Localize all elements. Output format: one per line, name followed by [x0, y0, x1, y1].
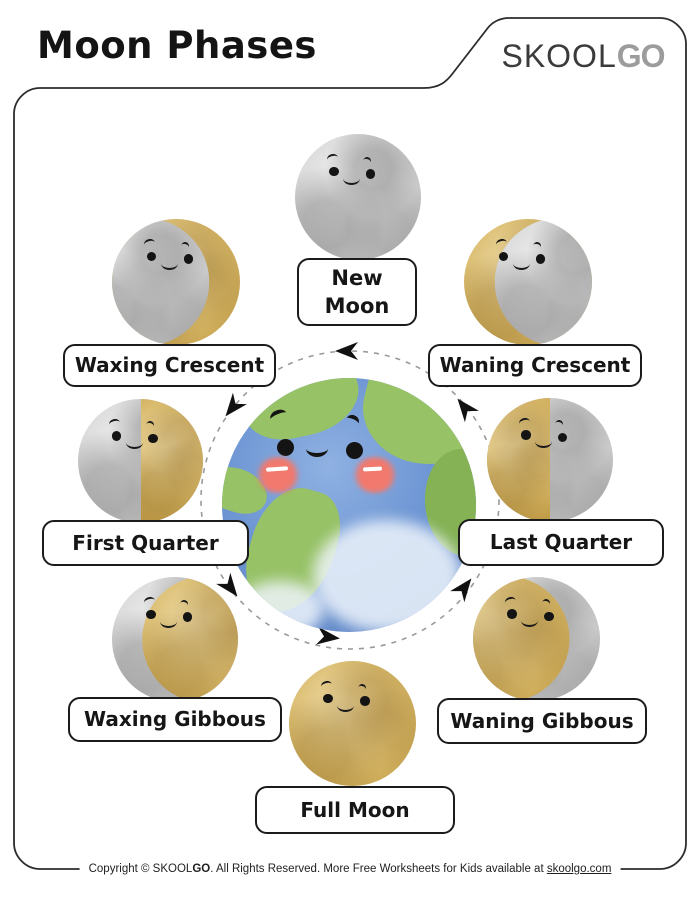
- moon-lit-overlay: [473, 577, 570, 701]
- eye-icon: [346, 441, 364, 459]
- blush-shine-icon: [362, 466, 383, 472]
- eye-icon: [276, 438, 294, 456]
- eye-icon: [148, 433, 158, 444]
- eyebrow-icon: [532, 240, 543, 252]
- eye-icon: [521, 430, 531, 440]
- eyebrow-icon: [325, 152, 339, 165]
- smile-icon: [534, 435, 552, 449]
- earth-illustration: [222, 378, 476, 632]
- smile-icon: [521, 614, 539, 628]
- page-title: Moon Phases: [37, 24, 317, 67]
- eyebrow-icon: [108, 417, 122, 430]
- label-waning-crescent: Waning Crescent: [428, 344, 642, 387]
- eye-icon: [146, 251, 157, 262]
- eyebrow-icon: [540, 598, 551, 610]
- eye-icon: [507, 609, 517, 619]
- moon-full-moon: [289, 661, 416, 786]
- eye-icon: [360, 696, 370, 706]
- moon-first-quarter: [78, 399, 203, 523]
- label-waning-gibbous: Waning Gibbous: [437, 698, 647, 744]
- moon-face: [487, 398, 613, 522]
- logo-go-text: GO: [616, 38, 666, 74]
- eye-icon: [544, 611, 554, 622]
- smile-icon: [305, 440, 328, 458]
- eyebrow-icon: [319, 679, 333, 692]
- footer-text: . All Rights Reserved. More Free Workshe…: [210, 863, 547, 875]
- footer-logo-bold: GO: [192, 863, 211, 875]
- label-first-quarter: First Quarter: [42, 520, 249, 566]
- moon-last-quarter: [487, 398, 613, 522]
- eyebrow-icon: [553, 419, 565, 431]
- smile-icon: [125, 436, 143, 450]
- eyebrow-icon: [495, 237, 508, 250]
- eyebrow-icon: [180, 240, 191, 252]
- moon-face: [464, 219, 592, 345]
- orbit-arrow-top-icon: [335, 342, 358, 360]
- eye-icon: [535, 254, 546, 264]
- footer-link[interactable]: skoolgo.com: [546, 863, 612, 875]
- moon-face: [112, 577, 238, 702]
- blush-icon: [351, 456, 398, 493]
- moon-face: [112, 219, 240, 345]
- moon-lit-overlay: [140, 399, 203, 523]
- page-border: [13, 17, 687, 870]
- smile-icon: [159, 615, 177, 628]
- smile-icon: [512, 257, 530, 270]
- eyebrow-icon: [517, 416, 531, 429]
- eye-icon: [557, 432, 568, 443]
- eye-icon: [183, 254, 194, 264]
- smile-icon: [342, 172, 360, 185]
- moon-waning-gibbous: [473, 577, 600, 701]
- eyebrow-icon: [142, 595, 156, 608]
- label-waxing-gibbous: Waxing Gibbous: [68, 697, 282, 742]
- eye-icon: [146, 609, 156, 619]
- moon-new-moon: [295, 134, 421, 260]
- orbit-arrow-upper-left-icon: [225, 392, 247, 417]
- moon-shadow-overlay: [112, 219, 210, 345]
- label-last-quarter: Last Quarter: [458, 519, 664, 566]
- continent-shape: [235, 378, 367, 448]
- cloud-swirl: [313, 520, 461, 632]
- eye-icon: [111, 431, 122, 441]
- moon-face: [295, 134, 421, 260]
- eyebrow-icon: [143, 237, 156, 250]
- footer-text: Copyright © SKOOL: [88, 863, 193, 875]
- eyebrow-icon: [344, 412, 362, 429]
- moon-waxing-crescent: [112, 219, 240, 345]
- footer-copyright: Copyright © SKOOLGO. All Rights Reserved…: [79, 860, 621, 878]
- moon-shadow-overlay: [494, 219, 592, 345]
- skoolgo-logo: SKOOLGO: [498, 38, 668, 75]
- eye-icon: [323, 693, 333, 703]
- smile-icon: [337, 699, 355, 712]
- smile-icon: [160, 257, 178, 270]
- orbit-arrow-bottom-icon: [315, 626, 340, 645]
- eyebrow-icon: [503, 595, 517, 608]
- moon-face: [78, 399, 203, 523]
- label-waxing-crescent: Waxing Crescent: [63, 344, 276, 387]
- orbit-arrow-lower-right-icon: [450, 578, 472, 603]
- moon-lit-overlay: [142, 577, 238, 702]
- eye-icon: [182, 612, 193, 622]
- logo-skool-text: SKOOL: [501, 38, 617, 74]
- moon-face: [473, 577, 600, 701]
- cloud-swirl: [237, 581, 324, 632]
- label-new-moon: New Moon: [297, 258, 417, 326]
- eyebrow-icon: [361, 155, 373, 167]
- blush-icon: [255, 456, 302, 493]
- label-full-moon: Full Moon: [255, 786, 455, 834]
- eye-icon: [365, 169, 376, 179]
- moon-face: [289, 661, 416, 786]
- eye-icon: [329, 166, 339, 177]
- moon-lit-overlay: [487, 398, 550, 522]
- eyebrow-icon: [178, 598, 190, 610]
- moon-waxing-gibbous: [112, 577, 238, 702]
- moon-waning-crescent: [464, 219, 592, 345]
- eyebrow-icon: [144, 420, 155, 432]
- eye-icon: [498, 251, 509, 262]
- eyebrow-icon: [356, 682, 367, 694]
